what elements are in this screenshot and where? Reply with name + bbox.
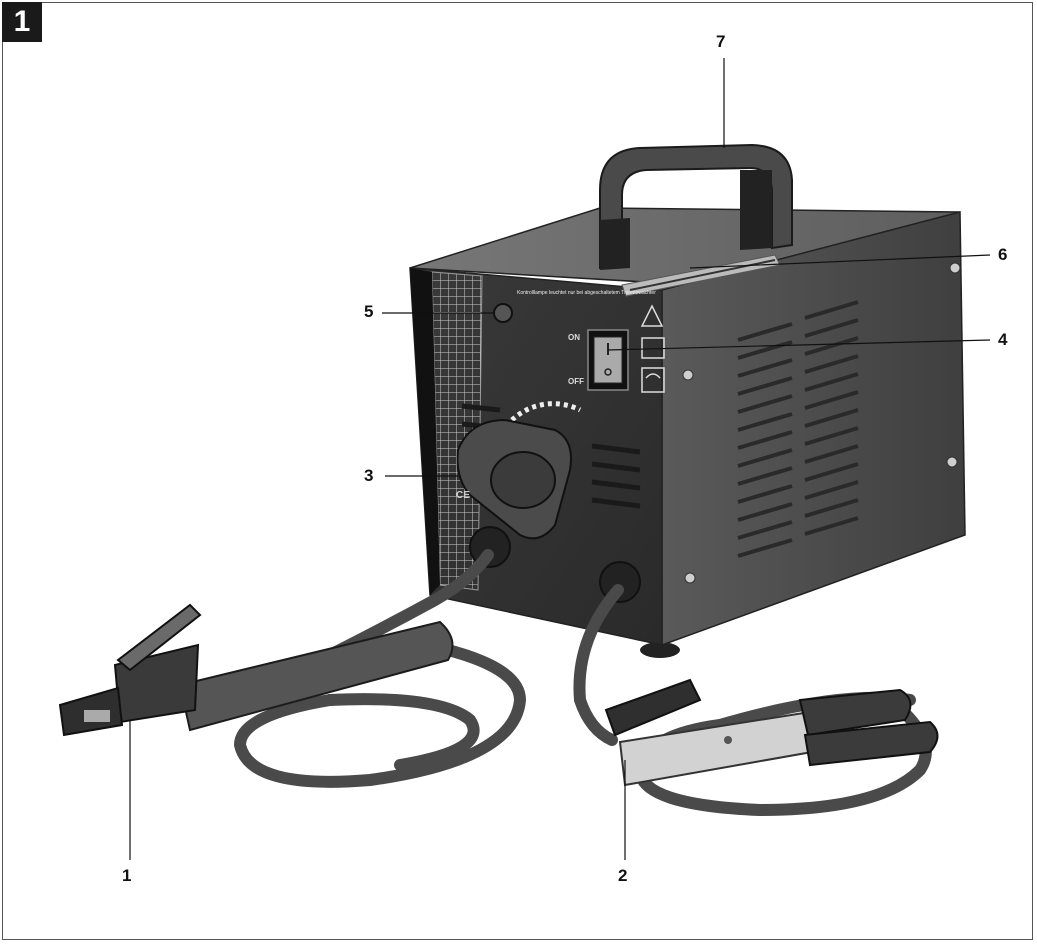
callout-1: 1 — [122, 866, 132, 885]
indicator-lamp — [493, 303, 513, 323]
callout-2: 2 — [618, 866, 628, 885]
callout-6: 6 — [998, 245, 1008, 264]
current-dial-scale — [510, 401, 582, 422]
switch-on-label: ON — [568, 333, 580, 342]
side-screws — [682, 262, 961, 584]
power-switch[interactable] — [587, 329, 629, 391]
callout-7: 7 — [716, 32, 726, 51]
carry-handle — [599, 143, 793, 270]
ground-clamp — [604, 678, 939, 787]
side-vents — [737, 300, 859, 558]
current-adjust-knob[interactable] — [456, 418, 572, 540]
callout-4: 4 — [998, 330, 1008, 349]
figure-number-badge: 1 — [2, 2, 42, 42]
ce-mark: CE — [456, 490, 470, 501]
callout-leader-lines — [129, 58, 991, 860]
grid-label-strip — [432, 272, 482, 590]
callout-3: 3 — [364, 466, 374, 485]
electrode-holder — [58, 603, 454, 737]
switch-off-label: OFF — [568, 377, 584, 386]
lamp-label: Kontrolllampe leuchtet nur bei abgeschal… — [517, 290, 656, 296]
callout-5: 5 — [364, 302, 374, 321]
